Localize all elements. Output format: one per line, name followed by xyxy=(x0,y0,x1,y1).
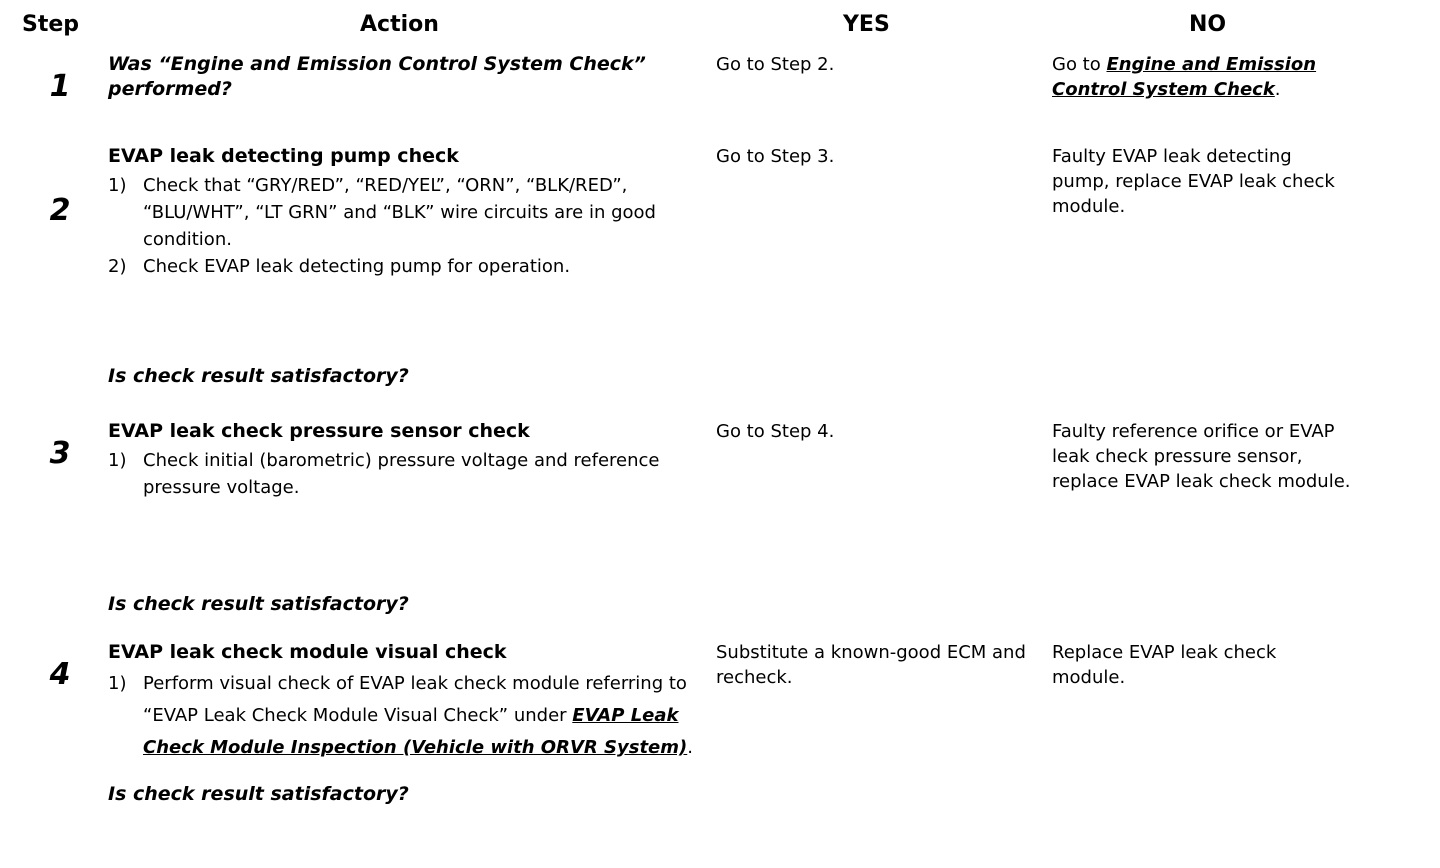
action-heading: Was “Engine and Emission Control System … xyxy=(108,53,646,100)
list-item-text: Check initial (barometric) pressure volt… xyxy=(143,450,660,498)
table-row: 4 EVAP leak check module visual check 1)… xyxy=(0,640,1440,860)
action-question: Is check result satisfactory? xyxy=(108,783,409,805)
list-item: 1) Check initial (barometric) pressure v… xyxy=(108,447,708,501)
action-item-list: 1) Perform visual check of EVAP leak chec… xyxy=(108,668,708,764)
list-item-marker: 2) xyxy=(108,256,127,277)
table-row: 2 EVAP leak detecting pump check 1) Chec… xyxy=(0,144,1440,419)
list-item-marker: 1) xyxy=(108,450,127,471)
no-text-prefix: Faulty reference orifice or EVAP leak ch… xyxy=(1052,421,1351,492)
action-heading: EVAP leak check pressure sensor check xyxy=(108,420,530,442)
list-item: 1) Perform visual check of EVAP leak chec… xyxy=(108,668,708,764)
column-header-yes: YES xyxy=(843,12,890,37)
column-header-action: Action xyxy=(360,12,439,37)
yes-cell: Substitute a known-good ECM and recheck. xyxy=(716,640,1036,690)
list-item: 1) Check that “GRY/RED”, “RED/YEL”, “ORN… xyxy=(108,172,708,253)
yes-text: Go to Step 3. xyxy=(716,146,835,167)
yes-text: Go to Step 2. xyxy=(716,54,835,75)
no-cell: Faulty EVAP leak detecting pump, replace… xyxy=(1052,144,1352,219)
action-item-list: 1) Check that “GRY/RED”, “RED/YEL”, “ORN… xyxy=(108,172,708,280)
table-row: 3 EVAP leak check pressure sensor check … xyxy=(0,419,1440,640)
action-cell: EVAP leak check module visual check 1) Pe… xyxy=(108,640,708,807)
step-number: 4 xyxy=(49,657,71,692)
no-text-prefix: Go to xyxy=(1052,54,1107,75)
list-item-marker: 1) xyxy=(108,175,127,196)
yes-cell: Go to Step 3. xyxy=(716,144,1036,169)
column-header-step: Step xyxy=(22,12,80,37)
action-cell: EVAP leak detecting pump check 1) Check … xyxy=(108,144,708,389)
no-text-prefix: Faulty EVAP leak detecting pump, replace… xyxy=(1052,146,1335,217)
no-cell: Faulty reference orifice or EVAP leak ch… xyxy=(1052,419,1352,494)
list-item-text: Check EVAP leak detecting pump for opera… xyxy=(143,256,571,277)
no-reference-link[interactable]: Engine and Emission Control System Check xyxy=(1052,54,1317,100)
action-heading: EVAP leak detecting pump check xyxy=(108,145,459,167)
table-row: 1 Was “Engine and Emission Control Syste… xyxy=(0,52,1440,144)
action-cell: Was “Engine and Emission Control System … xyxy=(108,52,708,102)
action-question: Is check result satisfactory? xyxy=(108,593,409,615)
table-body: 1 Was “Engine and Emission Control Syste… xyxy=(0,52,1440,860)
list-item: 2) Check EVAP leak detecting pump for op… xyxy=(108,253,708,280)
step-number: 3 xyxy=(49,436,71,471)
action-cell: EVAP leak check pressure sensor check 1)… xyxy=(108,419,708,617)
no-cell: Replace EVAP leak check module. xyxy=(1052,640,1352,690)
list-item-text: Perform visual check of EVAP leak check … xyxy=(143,673,687,726)
action-heading: EVAP leak check module visual check xyxy=(108,641,507,663)
action-item-list: 1) Check initial (barometric) pressure v… xyxy=(108,447,708,501)
step-number: 1 xyxy=(49,69,71,104)
list-item-marker: 1) xyxy=(108,673,127,694)
no-text-prefix: Replace EVAP leak check module. xyxy=(1052,642,1277,688)
list-item-reference-link[interactable]: EVAP Leak Check Module Inspection (Vehic… xyxy=(143,705,688,758)
list-item-text-suffix: . xyxy=(687,737,693,758)
no-cell: Go to Engine and Emission Control System… xyxy=(1052,52,1352,102)
yes-text: Go to Step 4. xyxy=(716,421,835,442)
no-text-suffix: . xyxy=(1274,79,1281,100)
action-question: Is check result satisfactory? xyxy=(108,365,409,387)
yes-cell: Go to Step 4. xyxy=(716,419,1036,444)
column-header-no: NO xyxy=(1189,12,1227,37)
step-number: 2 xyxy=(49,193,71,228)
yes-text: Substitute a known-good ECM and recheck. xyxy=(716,642,1026,688)
list-item-text: Check that “GRY/RED”, “RED/YEL”, “ORN”, … xyxy=(143,175,656,250)
table-header-row: Step Action YES NO xyxy=(0,12,1440,46)
yes-cell: Go to Step 2. xyxy=(716,52,1036,77)
